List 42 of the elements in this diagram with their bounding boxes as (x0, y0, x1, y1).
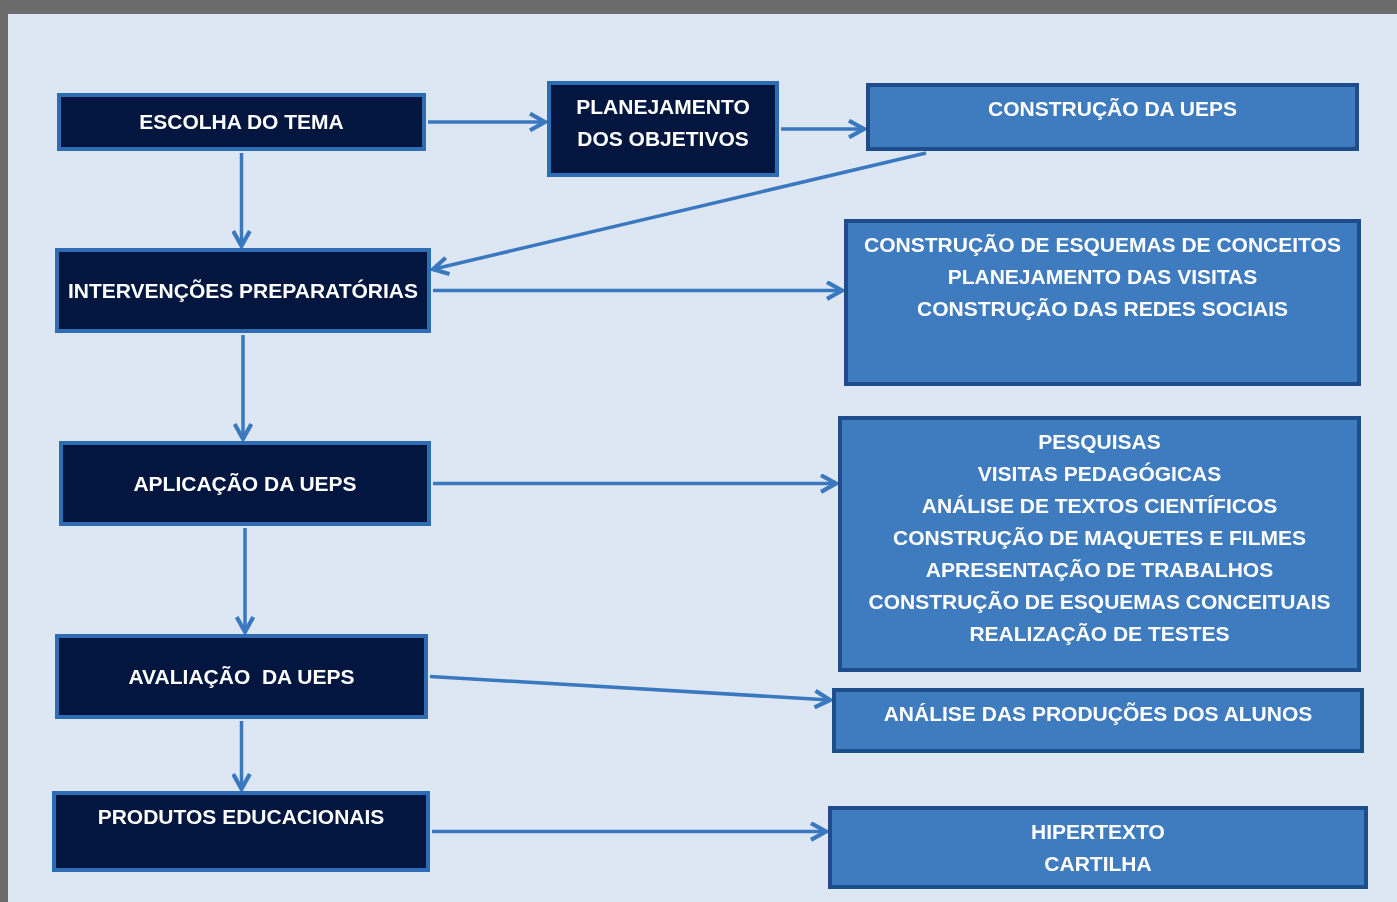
box-text: CONSTRUÇÃO DA UEPS (988, 96, 1237, 122)
box-text: PLANEJAMENTO DAS VISITAS (947, 264, 1258, 290)
process-box (55, 248, 431, 333)
box-text: APLICAÇÃO DA UEPS (133, 470, 357, 497)
box-text: APRESENTAÇÃO DE TRABALHOS (925, 557, 1274, 583)
box-text: VISITAS PEDAGÓGICAS (977, 461, 1222, 487)
box-text: CONSTRUÇÃO DE ESQUEMAS CONCEITUAIS (868, 589, 1331, 615)
box-text: PLANEJAMENTO DOS OBJETIVOS (575, 94, 751, 152)
arrow (781, 118, 867, 140)
arrow (433, 280, 845, 301)
box-text: PRODUTOS EDUCACIONAIS (97, 804, 385, 830)
box-text: INTERVENÇÕES PREPARATÓRIAS (67, 277, 419, 304)
process-box (57, 93, 426, 151)
arrow (232, 335, 254, 442)
list-box (828, 806, 1368, 889)
box-text: AVALIAÇÃO DA UEPS (128, 663, 355, 690)
box-text: CONSTRUÇÃO DE ESQUEMAS DE CONCEITOS (864, 232, 1341, 258)
arrow (432, 821, 829, 842)
box-text: ANÁLISE DAS PRODUÇÕES DOS ALUNOS (883, 701, 1313, 727)
list-box (832, 688, 1364, 753)
list-box (866, 83, 1359, 151)
arrow (231, 721, 252, 792)
box-text: REALIZAÇÃO DE TESTES (969, 621, 1230, 647)
arrow (428, 111, 548, 133)
list-box (844, 219, 1361, 386)
arrow (430, 151, 927, 276)
list-box (838, 416, 1361, 672)
box-text: ANÁLISE DE TEXTOS CIENTÍFICOS (921, 493, 1278, 519)
arrow (231, 153, 252, 249)
arrow (429, 674, 833, 710)
box-text: CONSTRUÇÃO DAS REDES SOCIAIS (916, 296, 1288, 322)
process-box (547, 81, 779, 177)
box-text: CONSTRUÇÃO DE MAQUETES E FILMES (893, 525, 1306, 551)
box-text: HIPERTEXTO (1031, 818, 1165, 845)
box-text: ESCOLHA DO TEMA (139, 109, 344, 135)
arrow (433, 473, 839, 494)
process-box (55, 634, 428, 719)
process-box (52, 791, 430, 872)
arrow (234, 528, 256, 635)
process-box (59, 441, 431, 526)
box-text: PESQUISAS (1038, 429, 1161, 455)
box-text: CARTILHA (1044, 850, 1152, 877)
